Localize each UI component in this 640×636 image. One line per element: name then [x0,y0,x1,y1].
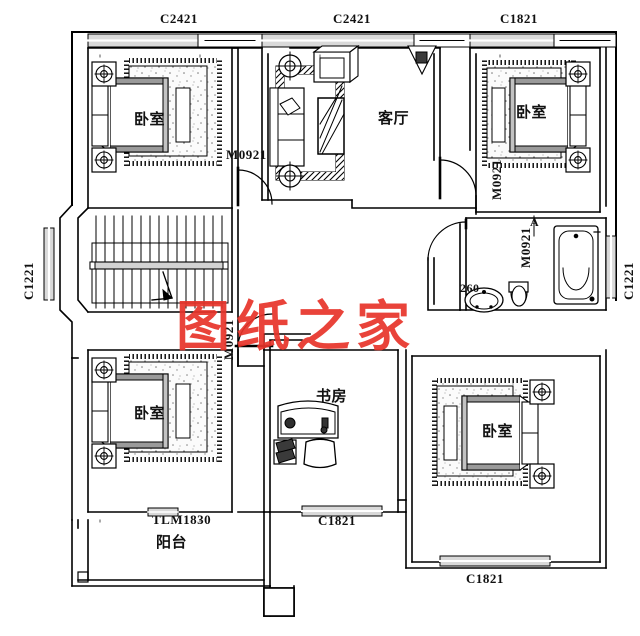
bed-top-right [491,77,587,153]
room-label-balcony: 阳台 [156,533,188,551]
room-living [261,47,441,201]
balcony-door-glazing [147,507,179,517]
window-label-left: C1221 [21,262,36,300]
door-label-bedroom-top-left: M0921 [226,147,267,162]
column-bottom-center [263,587,295,617]
bathtub [553,225,601,305]
coffee-table [317,85,345,155]
bed-top-left [91,77,191,153]
nightstand-lamp-tl-top [91,61,117,87]
room-study [263,349,399,513]
nightstand-lamp-bl-bottom [91,443,117,469]
room-label-living-room: 客厅 [378,109,410,127]
staircase [89,215,229,309]
window-left-glazing [43,226,55,302]
ceiling-lamp-living-bottom [275,161,305,191]
ceiling-lamp-living-top [275,51,305,81]
hall-links [263,333,311,351]
bed-bottom-right [443,395,539,471]
wall-unit-marker [407,45,437,76]
room-label-bedroom-top-right: 卧室 [516,103,548,121]
armchair [312,44,360,84]
toilet [508,281,529,307]
section-marker-label-a: A [530,215,540,229]
door-swing-bathroom [427,218,468,311]
nightstand-lamp-tr-bottom [565,147,591,173]
nightstand-lamp-bl-top [91,357,117,383]
room-bedroom-top-right [469,47,607,213]
nightstand-lamp-br-bottom [529,463,555,489]
bed-bottom-left [91,373,191,449]
window-bottom-right-glazing [439,555,551,567]
desk-side-unit [273,438,297,465]
window-glazing-top [86,33,617,48]
washbasin [464,287,504,313]
room-balcony [71,519,271,587]
window-right-glazing [605,234,617,300]
nightstand-lamp-br-top [529,379,555,405]
wall-thickness-tl [231,47,239,187]
room-label-study: 书房 [316,387,348,405]
door-swing-bedroom-top-right [351,156,477,215]
room-bedroom-bottom-left [71,349,233,521]
window-label-top-center: C2421 [333,11,371,26]
nightstand-lamp-tl-bottom [91,147,117,173]
door-label-bedroom-bottom-left: M0921 [221,319,236,360]
door-swing-bedroom-bottom-left [234,313,274,349]
room-label-bedroom-bottom-left: 卧室 [134,404,166,422]
desk [277,400,339,439]
room-bedroom-bottom-right [405,349,607,569]
window-label-top-left: C2421 [160,11,198,26]
nightstand-lamp-tr-top [565,61,591,87]
room-bedroom-top-left [87,47,233,209]
stair-enclosure [59,203,239,367]
dimension-label-bathroom: 260 [460,281,480,295]
room-label-bedroom-bottom-right: 卧室 [482,422,514,440]
room-label-bedroom-top-left: 卧室 [134,110,166,128]
office-chair [303,438,337,469]
cad-tick-marks [99,54,501,523]
door-label-balcony: TLM1830 [152,512,212,527]
door-label-bedroom-top-right: M0921 [489,159,504,200]
sofa [269,87,305,167]
window-label-right: C1221 [621,262,636,300]
window-study-glazing [301,505,383,517]
window-label-study: C1821 [318,513,356,528]
window-label-top-right: C1821 [500,11,538,26]
door-label-bathroom: M0921 [518,227,533,268]
window-label-bottom-right: C1821 [466,571,504,586]
